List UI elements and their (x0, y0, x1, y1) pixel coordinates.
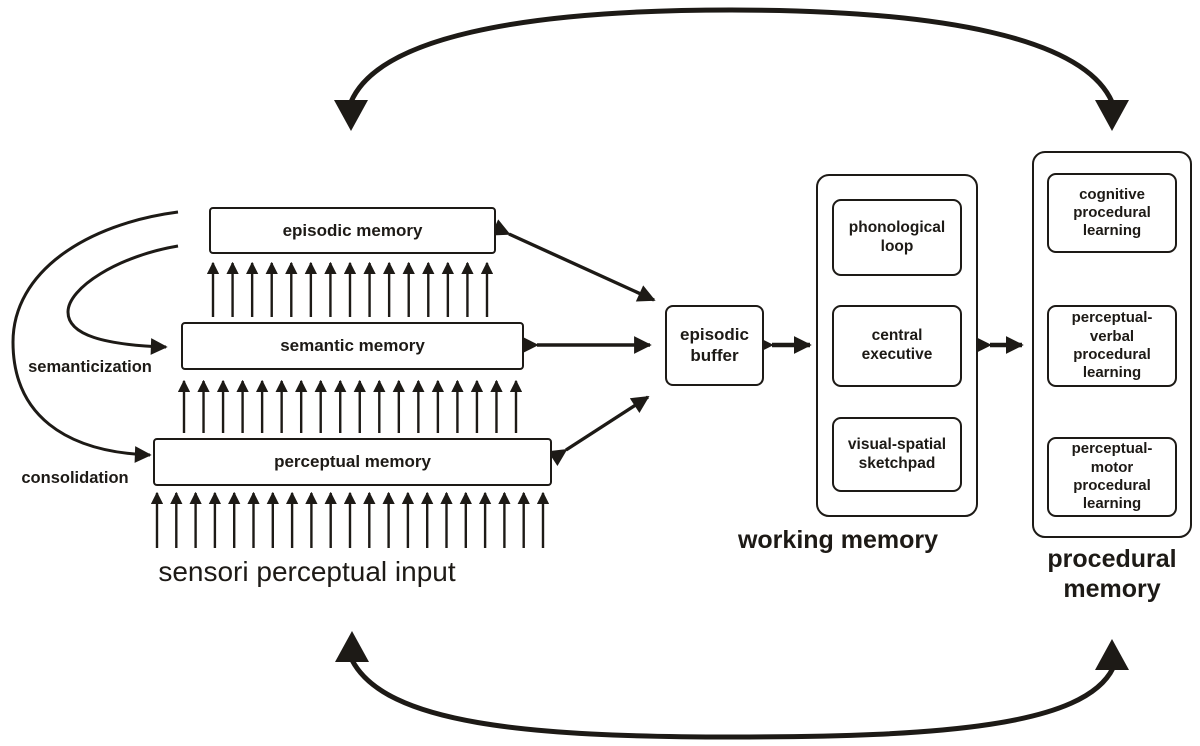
semantic-memory-label: semantic memory (280, 336, 425, 355)
perceptual-motor-procedural-learning-box: perceptual-motor procedural learning (1047, 437, 1177, 517)
working-memory-title: working memory (737, 526, 939, 554)
perceptual-to-buffer-arrow (547, 395, 650, 467)
semantic-memory-box: semantic memory (181, 322, 524, 370)
phonological-loop-box: phonological loop (832, 199, 962, 276)
consolidation-curve-arrow (11, 210, 179, 463)
central-executive-label: central executive (861, 327, 933, 363)
phonological-loop-label: phonological loop (848, 218, 946, 255)
episodic-memory-label: episodic memory (282, 220, 423, 240)
procedural-memory-title: procedural memory (1047, 545, 1177, 603)
episodic-to-buffer-arrow (490, 219, 656, 302)
episodic-memory-box: episodic memory (209, 207, 496, 254)
cognitive-procedural-learning-label: cognitive procedural learning (1073, 185, 1151, 240)
feedforward-arrow-rows (150, 261, 550, 548)
perceptual-verbal-procedural-learning-box: perceptual-verbal procedural learning (1047, 305, 1177, 387)
consolidation-label: consolidation (21, 469, 129, 487)
arrowhead-up-icon (1095, 639, 1129, 670)
visual-spatial-sketchpad-label: visual-spatial sketchpad (847, 435, 947, 472)
arrowhead-down-icon (1095, 100, 1129, 131)
perceptual-verbal-procedural-learning-label: perceptual-verbal procedural learning (1071, 309, 1153, 382)
perceptual-memory-box: perceptual memory (153, 438, 552, 486)
central-executive-box: central executive (832, 305, 962, 387)
bottom-interaction-arc-arrow (335, 631, 1129, 740)
cognitive-procedural-learning-box: cognitive procedural learning (1047, 173, 1177, 253)
episodic-buffer-box: episodic buffer (665, 305, 764, 386)
top-interaction-arc-arrow (334, 7, 1129, 131)
sensori-perceptual-input-label: sensori perceptual input (158, 556, 456, 587)
episodic-buffer-label: episodic buffer (680, 325, 749, 365)
arrowhead-down-icon (334, 100, 368, 131)
semanticization-label: semanticization (28, 358, 152, 376)
arrowhead-up-icon (335, 631, 369, 662)
perceptual-motor-procedural-learning-label: perceptual-motor procedural learning (1071, 440, 1153, 513)
semanticization-curve-arrow (66, 244, 179, 355)
perceptual-memory-label: perceptual memory (274, 452, 431, 471)
visual-spatial-sketchpad-box: visual-spatial sketchpad (832, 417, 962, 492)
